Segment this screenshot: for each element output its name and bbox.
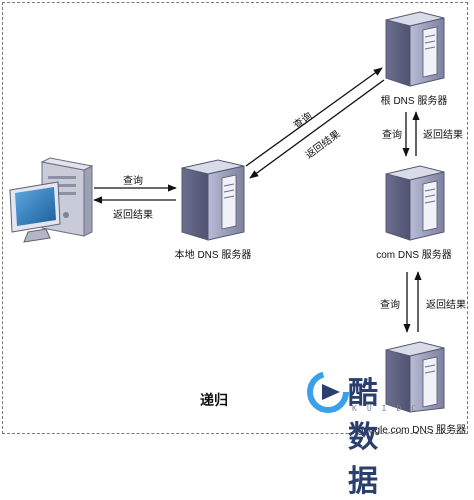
- edge-label-root-com-return: 返回结果: [423, 130, 463, 141]
- diagram-title: 递归: [200, 392, 228, 408]
- diagram-canvas: 本地 DNS 服务器 根 DNS 服务器 com DNS 服务器 google.…: [2, 2, 468, 499]
- watermark-name: 酷数据: [348, 376, 379, 499]
- dashed-frame: [2, 2, 468, 434]
- client-computer-icon: [9, 157, 94, 243]
- com-dns-server-icon: [385, 165, 445, 241]
- google-dns-server-icon: [385, 341, 445, 413]
- root-dns-server-icon: [385, 11, 445, 87]
- edge-label-client-local-return: 返回结果: [113, 210, 153, 221]
- root-dns-server-label: 根 DNS 服务器: [380, 96, 448, 107]
- edge-label-client-local-query: 查询: [123, 176, 143, 187]
- local-dns-server-label: 本地 DNS 服务器: [174, 250, 252, 261]
- edge-label-com-google-return: 返回结果: [426, 300, 466, 311]
- com-dns-server-label: com DNS 服务器: [376, 250, 452, 261]
- watermark-letters: KUIDC: [352, 404, 427, 413]
- edge-label-root-com-query: 查询: [382, 130, 402, 141]
- arrow-local-to-root: [245, 67, 383, 167]
- watermark-logo-icon: [307, 371, 349, 413]
- diagram-graphics: [9, 11, 445, 413]
- google-dns-server-label: google.com DNS 服务器: [357, 425, 467, 436]
- arrow-root-to-local: [249, 79, 385, 179]
- local-dns-server-icon: [181, 159, 245, 241]
- edge-label-com-google-query: 查询: [380, 300, 400, 311]
